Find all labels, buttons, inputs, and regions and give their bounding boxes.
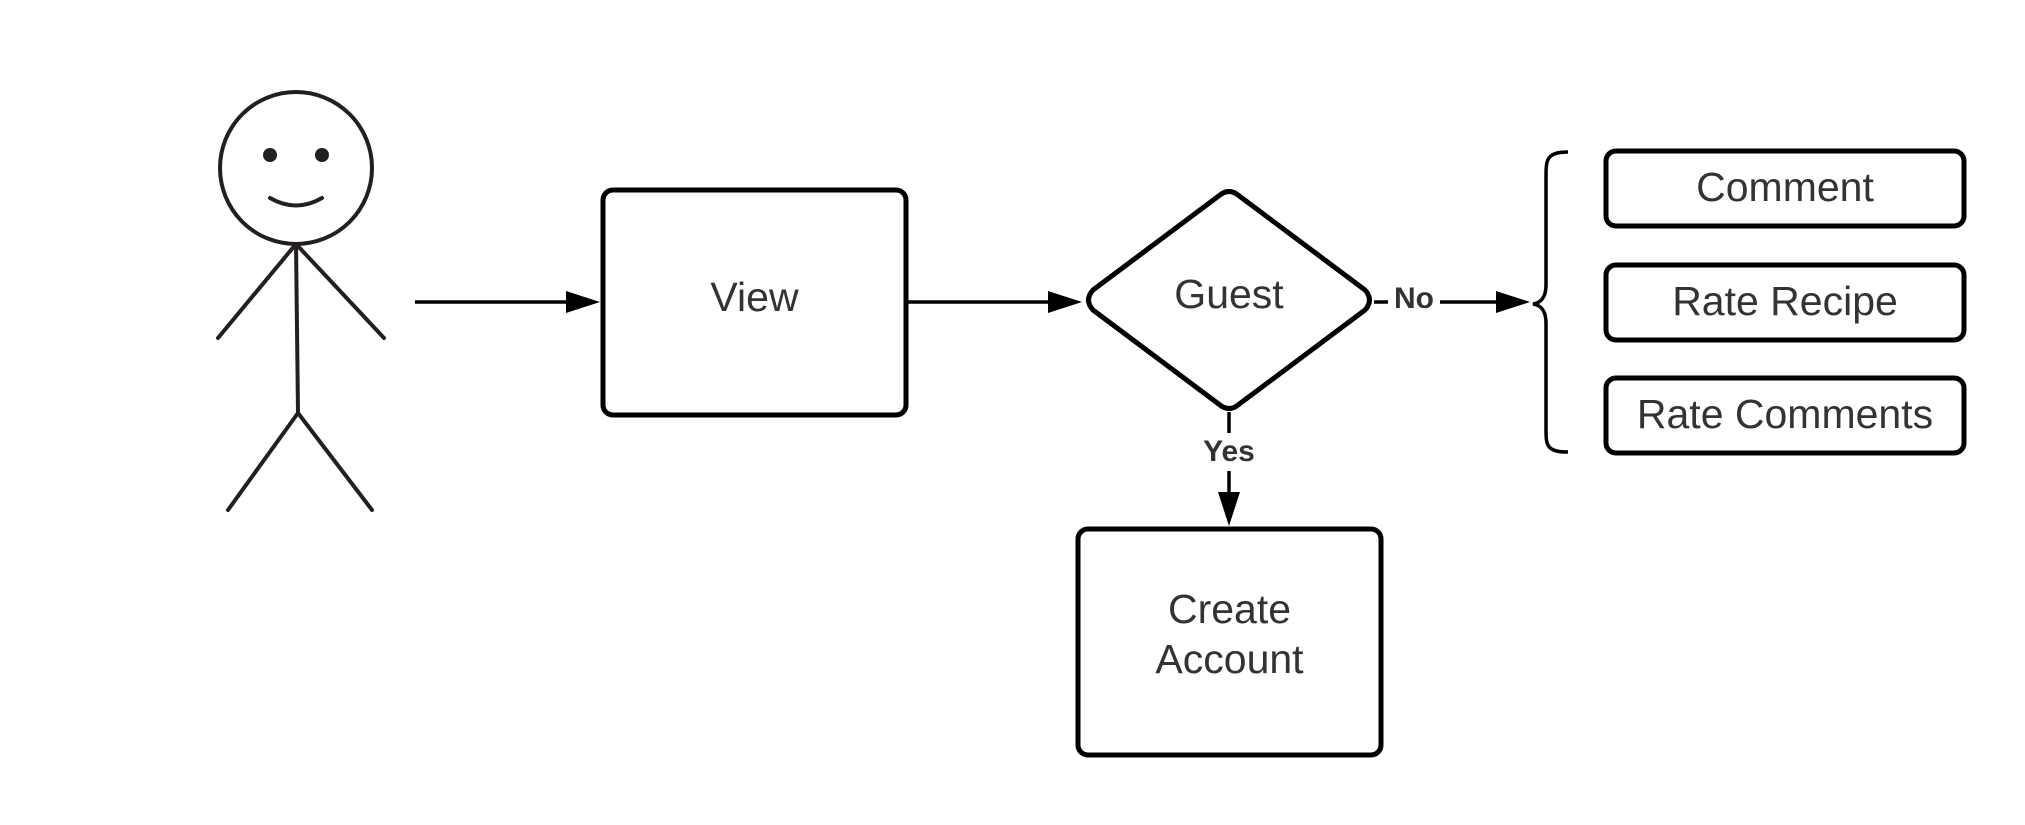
actor-body	[294, 242, 300, 415]
create-account-node[interactable]: Create Account	[1075, 526, 1384, 758]
comment-label: Comment	[1696, 164, 1874, 210]
rate-comments-label: Rate Comments	[1637, 391, 1933, 437]
create-account-box	[1075, 526, 1384, 758]
rate-comments-option[interactable]: Rate Comments	[1603, 375, 1967, 456]
actor-left-eye	[263, 148, 277, 162]
guest-diamond	[1086, 189, 1372, 411]
rate-recipe-label: Rate Recipe	[1672, 278, 1898, 324]
yes-label-bg	[1193, 433, 1265, 471]
arrowhead-icon	[1048, 291, 1082, 313]
actor-right-leg	[296, 411, 374, 512]
edge-guest-no: No	[1374, 282, 1530, 318]
no-label: No	[1394, 282, 1434, 315]
edge-actor-to-view	[415, 291, 600, 313]
curly-brace-icon	[1532, 150, 1569, 454]
comment-box	[1603, 148, 1967, 229]
arrowhead-icon	[1218, 492, 1240, 526]
arrowhead-icon	[1496, 291, 1530, 313]
create-account-label-line1: Create	[1168, 586, 1291, 632]
actor-right-eye	[315, 148, 329, 162]
view-label: View	[710, 274, 799, 320]
yes-label: Yes	[1203, 435, 1255, 468]
actor-smile	[268, 196, 324, 208]
edge-guest-yes: Yes	[1193, 412, 1265, 526]
guest-label: Guest	[1174, 271, 1284, 317]
actor-left-leg	[226, 411, 300, 512]
view-node[interactable]: View	[600, 187, 909, 418]
create-account-label-line2: Account	[1155, 636, 1304, 682]
arrowhead-icon	[566, 291, 600, 313]
guest-decision-node[interactable]: Guest	[1086, 189, 1372, 411]
no-label-bg	[1388, 284, 1440, 318]
actor-right-arm	[294, 242, 386, 340]
comment-option[interactable]: Comment	[1603, 148, 1967, 229]
edge-view-to-guest	[906, 291, 1082, 313]
rate-comments-box	[1603, 375, 1967, 456]
actor-head	[218, 90, 374, 246]
actor-left-arm	[216, 242, 298, 340]
rate-recipe-option[interactable]: Rate Recipe	[1603, 262, 1967, 343]
stick-figure-icon	[216, 90, 386, 512]
rate-recipe-box	[1603, 262, 1967, 343]
